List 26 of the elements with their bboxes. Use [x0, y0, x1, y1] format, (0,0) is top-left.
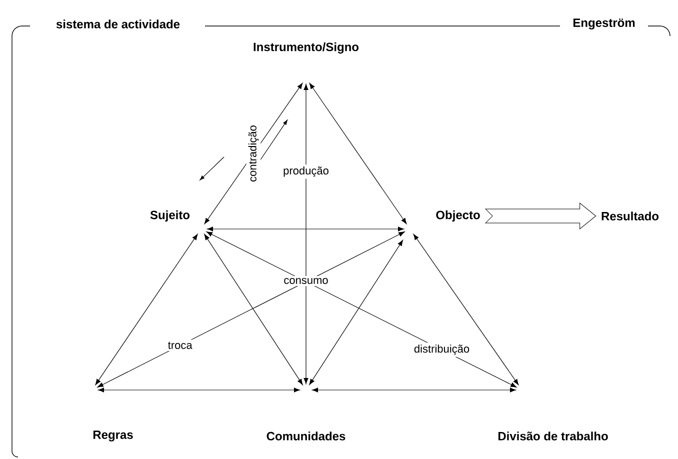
arrow	[309, 240, 404, 385]
arrow	[204, 82, 303, 224]
edge-label: distribuição	[412, 342, 472, 357]
author-label: Engeström	[573, 18, 635, 30]
arrow	[304, 84, 308, 384]
arrow	[309, 82, 407, 224]
arrow	[207, 226, 404, 232]
edge-label: produção	[281, 164, 331, 179]
arrow	[204, 234, 303, 386]
arrow	[413, 234, 519, 386]
vertex-label: Objecto	[436, 210, 480, 222]
arrow	[95, 234, 198, 386]
block-arrow	[485, 202, 596, 230]
arrow	[97, 232, 405, 388]
vertex-label: Instrumento/Signo	[254, 42, 359, 54]
crossing-label: consumo	[282, 276, 330, 286]
arrow	[312, 388, 516, 392]
arrow	[98, 388, 300, 392]
edge-label: contradição	[246, 123, 261, 184]
title: sistema de actividade	[56, 20, 180, 28]
vertex-label: Comunidades	[266, 432, 346, 440]
vertex-label: Sujeito	[150, 210, 190, 222]
vertex-label: Resultado	[602, 212, 659, 220]
vertex-label: Regras	[93, 430, 133, 442]
vertex-label: Divisão de trabalho	[498, 432, 608, 440]
edge-label: troca	[166, 340, 194, 352]
